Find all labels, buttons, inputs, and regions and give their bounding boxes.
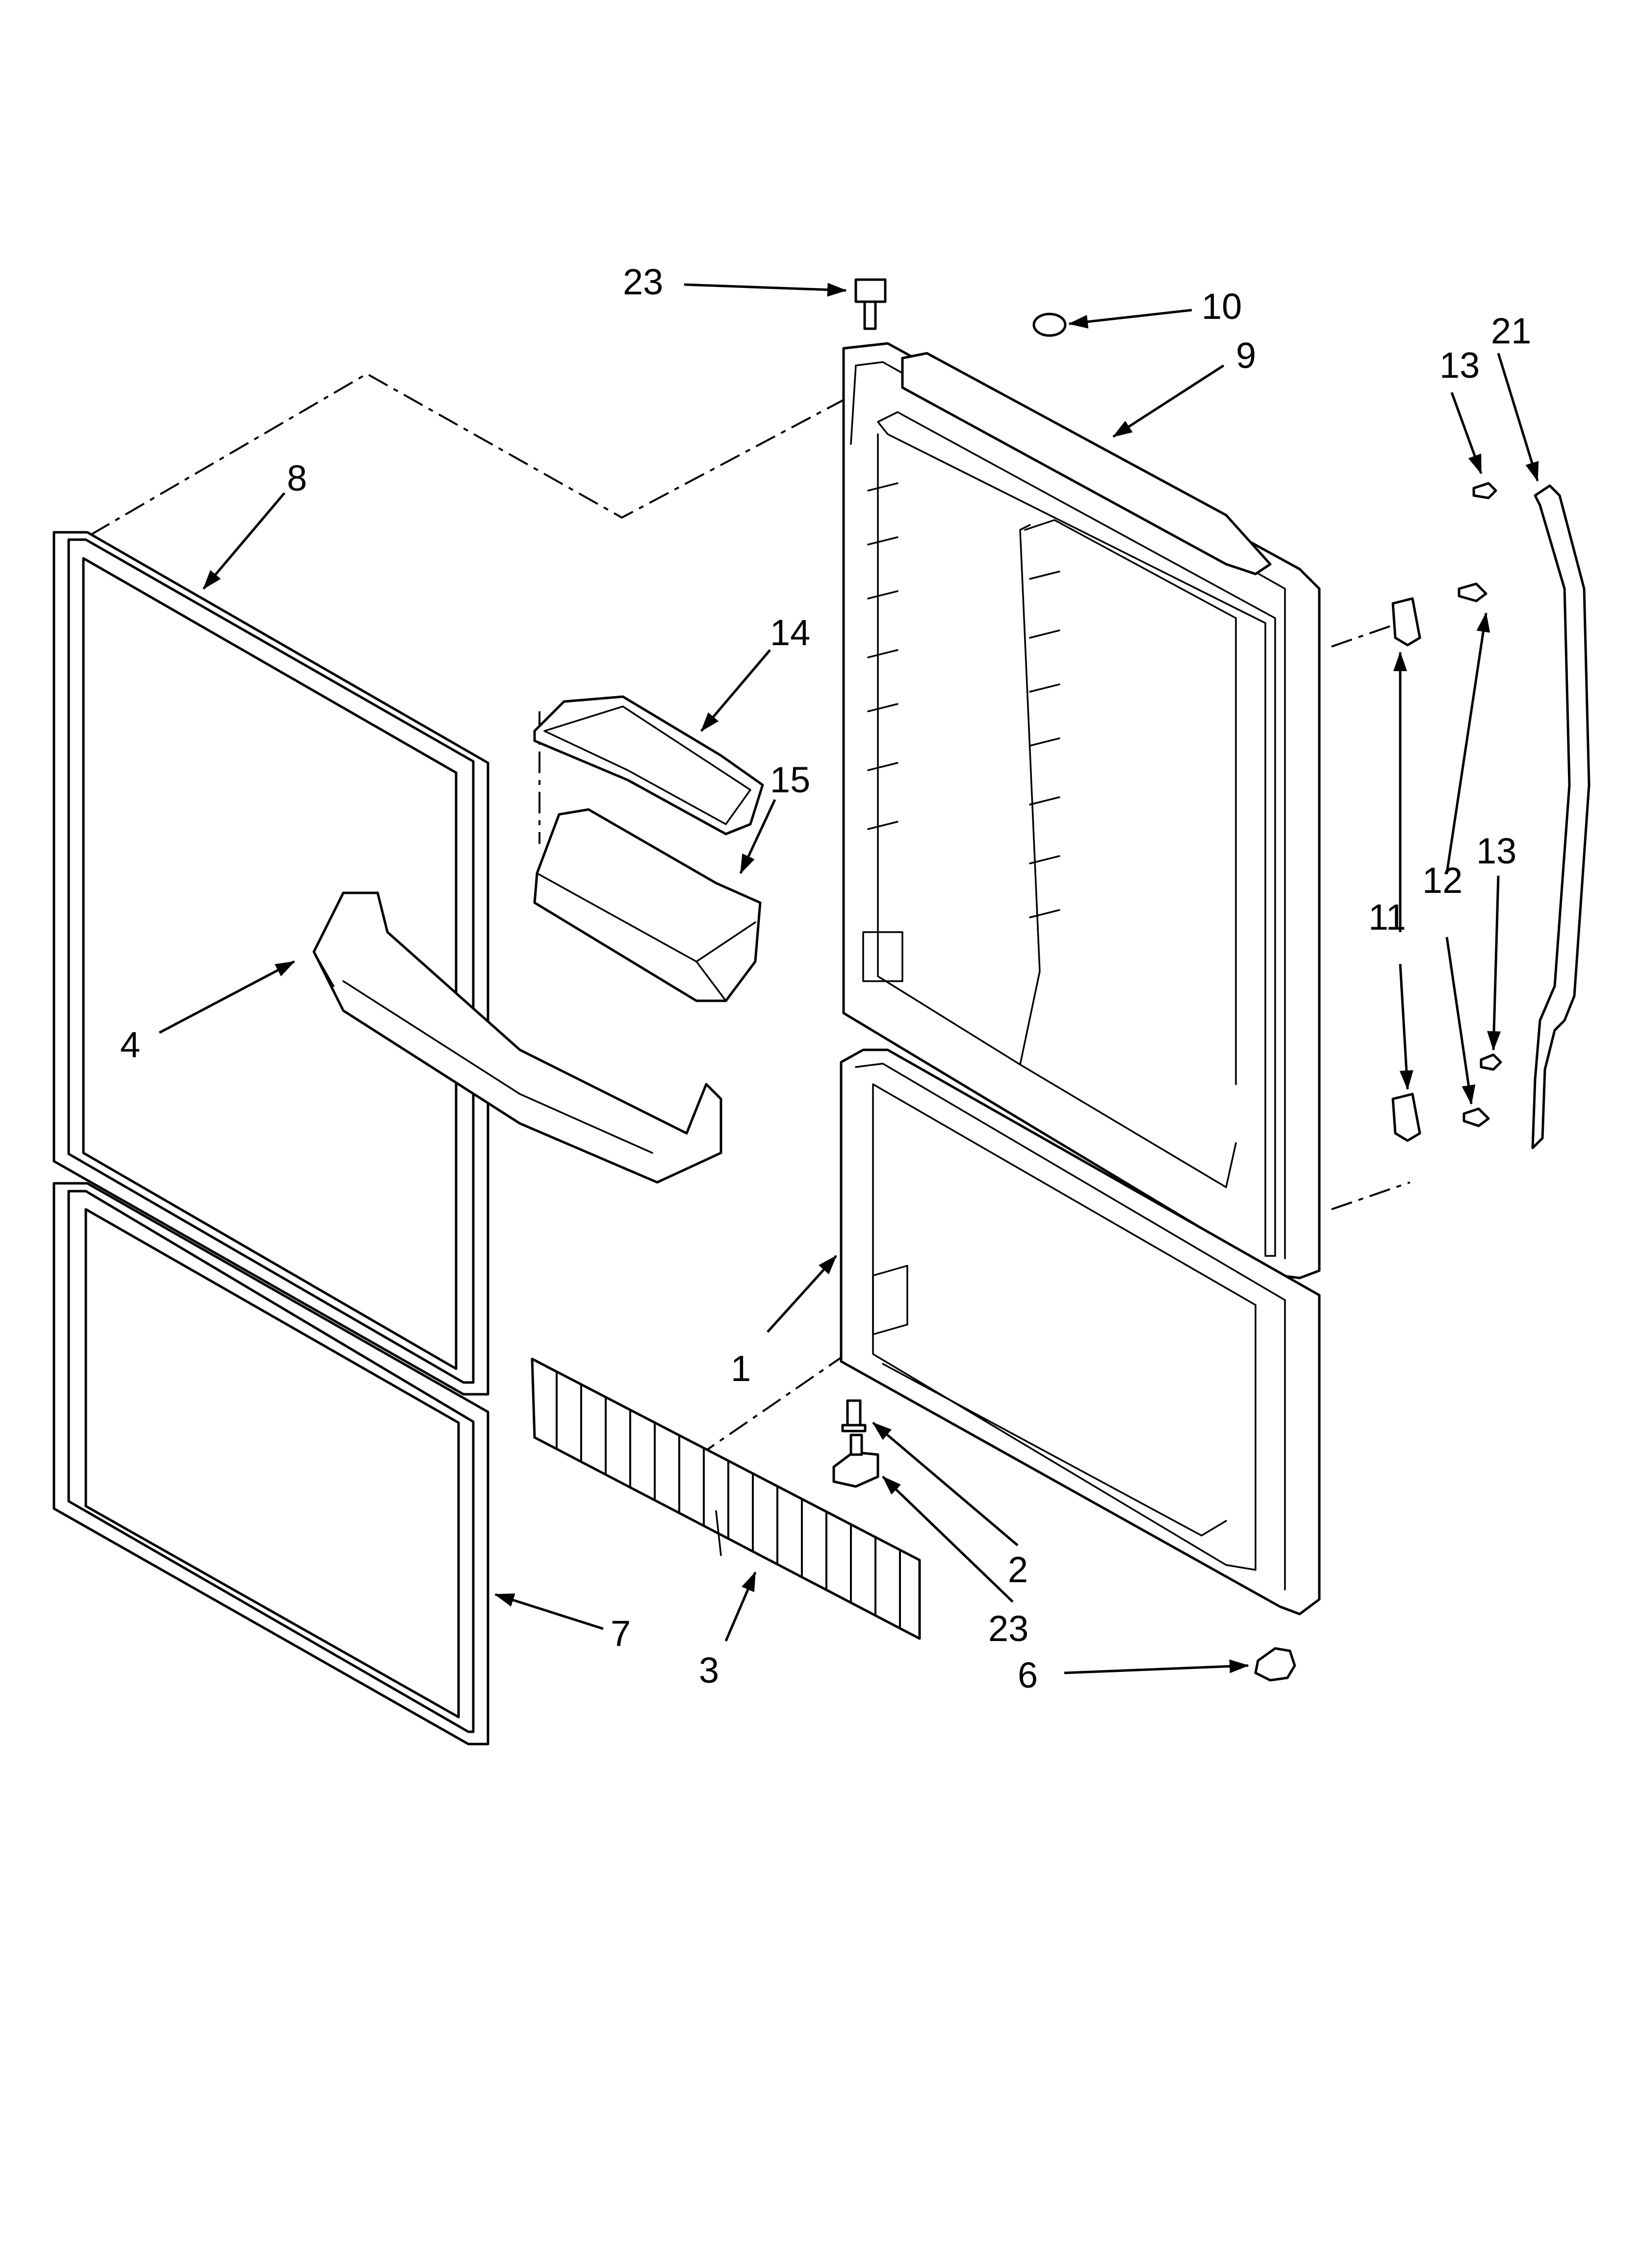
callout-23-top: 23 xyxy=(623,261,663,302)
handle-mounts xyxy=(1391,482,1502,1142)
hinge-pin xyxy=(841,1399,867,1433)
callout-10: 10 xyxy=(1202,286,1242,327)
callouts: 23 10 9 21 13 8 14 15 13 12 11 4 1 2 23 … xyxy=(120,261,1531,1695)
callout-6: 6 xyxy=(1018,1655,1038,1695)
top-hinge xyxy=(854,278,887,330)
callout-15: 15 xyxy=(770,759,810,800)
callout-2: 2 xyxy=(1008,1549,1028,1590)
callout-14: 14 xyxy=(770,612,810,653)
freezer-door xyxy=(840,1048,1321,1616)
door-shelf-rungs xyxy=(867,482,1060,918)
callout-13-top: 13 xyxy=(1439,345,1480,386)
callout-8: 8 xyxy=(287,458,307,498)
callout-21: 21 xyxy=(1491,311,1531,351)
callout-23-bottom: 23 xyxy=(988,1608,1028,1649)
callout-4: 4 xyxy=(120,1024,140,1065)
grille xyxy=(531,1357,921,1640)
refrigerator-door-gasket xyxy=(52,531,489,1396)
door-handle xyxy=(1531,484,1591,1149)
callout-11: 11 xyxy=(1368,897,1406,938)
callout-3: 3 xyxy=(699,1650,719,1691)
plug xyxy=(1032,313,1067,337)
bottom-hinge xyxy=(832,1434,879,1488)
storage-bin xyxy=(533,808,762,1002)
door-foot xyxy=(1254,1647,1296,1682)
callout-1: 1 xyxy=(731,1348,751,1389)
door-shelf xyxy=(312,891,722,1184)
callout-9: 9 xyxy=(1236,335,1256,376)
callout-12: 12 xyxy=(1422,860,1462,901)
alignment-lines xyxy=(90,372,1411,1458)
refrigerator-door xyxy=(842,342,1321,1279)
bin-lid xyxy=(533,695,764,835)
callout-7: 7 xyxy=(611,1613,631,1654)
freezer-door-gasket xyxy=(52,1182,489,1746)
callout-13-mid: 13 xyxy=(1476,831,1516,871)
leader-lines xyxy=(158,283,1539,1674)
